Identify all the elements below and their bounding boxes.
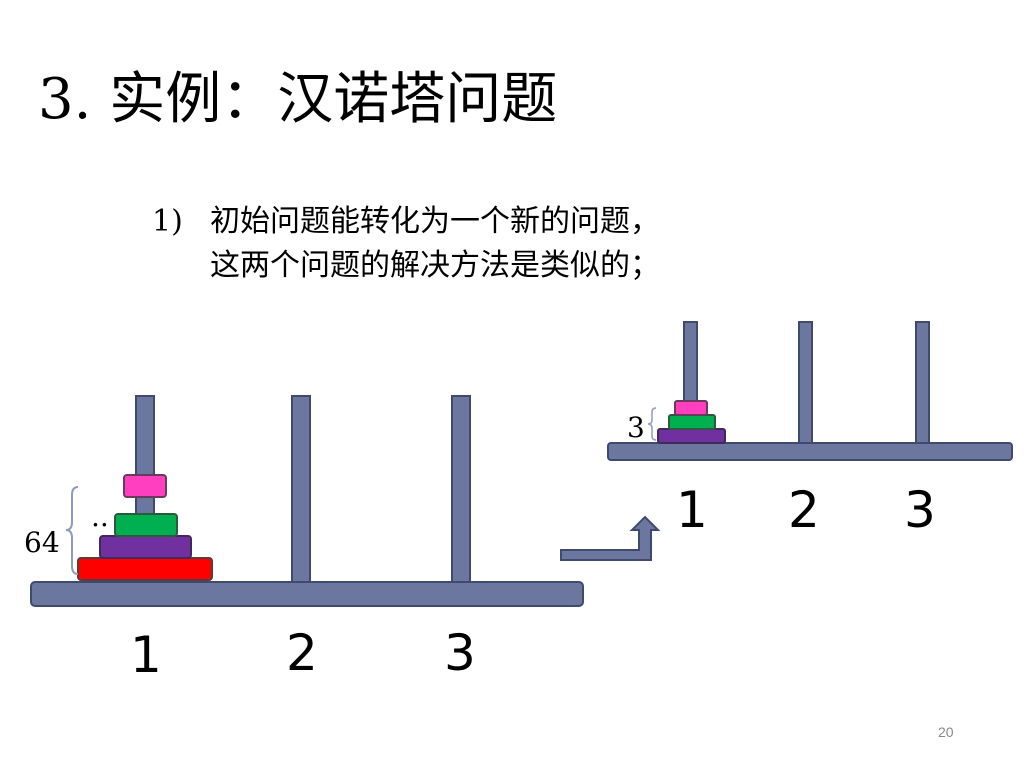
small-peg-label-2: 2 xyxy=(788,481,820,539)
bullet-line-1: 初始问题能转化为一个新的问题， xyxy=(210,204,660,239)
large-base xyxy=(30,581,584,607)
bullet-point: 1) 初始问题能转化为一个新的问题， 这两个问题的解决方法是类似的； xyxy=(152,200,832,288)
large-disk-3 xyxy=(114,513,178,537)
small-disk-2 xyxy=(668,414,716,430)
small-base xyxy=(607,442,1013,461)
small-brace xyxy=(647,407,657,441)
large-peg-2 xyxy=(291,395,311,587)
large-disk-2 xyxy=(99,535,192,559)
small-peg-3 xyxy=(915,321,930,445)
small-peg-label-1: 1 xyxy=(676,481,708,539)
slide-title: 3. 实例：汉诺塔问题 xyxy=(38,67,558,132)
large-ellipsis: .. xyxy=(91,500,109,533)
large-tower: .. 64 1 2 3 xyxy=(24,395,584,684)
small-disk-count: 3 xyxy=(627,411,645,444)
large-peg-label-3: 3 xyxy=(444,624,476,682)
transition-arrow xyxy=(560,515,661,561)
small-peg-2 xyxy=(798,321,813,445)
large-peg-3 xyxy=(451,395,471,587)
bullet-line-2: 这两个问题的解决方法是类似的； xyxy=(210,248,660,283)
small-disk-1 xyxy=(657,428,726,444)
large-disk-4 xyxy=(123,474,167,498)
large-disk-1 xyxy=(77,557,213,581)
small-peg-label-3: 3 xyxy=(904,481,936,539)
page-number: 20 xyxy=(938,724,954,740)
large-peg-label-2: 2 xyxy=(286,624,318,682)
small-tower: 3 1 2 3 xyxy=(607,321,1013,539)
bullet-number: 1) xyxy=(152,204,183,239)
large-peg-label-1: 1 xyxy=(130,626,162,684)
large-brace xyxy=(65,486,79,575)
small-disk-3 xyxy=(674,400,708,416)
large-disk-count: 64 xyxy=(24,526,60,559)
